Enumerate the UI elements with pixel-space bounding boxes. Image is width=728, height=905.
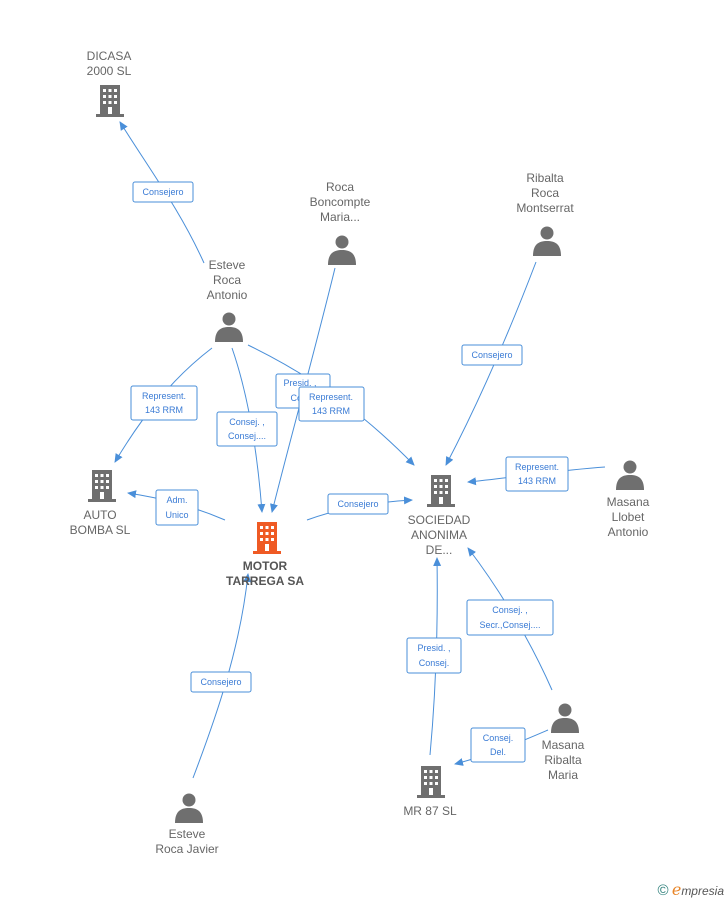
person-icon bbox=[616, 460, 644, 490]
person-icon bbox=[175, 793, 203, 823]
svg-text:Esteve: Esteve bbox=[169, 827, 206, 841]
relation-consej-motor[interactable]: Consej. , Consej.... bbox=[216, 411, 278, 447]
node-ribalta[interactable]: Ribalta Roca Montserrat bbox=[516, 171, 574, 256]
brand-initial: e bbox=[671, 880, 682, 899]
person-icon bbox=[533, 226, 561, 256]
copyright-symbol: © bbox=[657, 882, 669, 899]
relation-represent-sociedad-left[interactable]: Represent. 143 RRM bbox=[298, 386, 365, 422]
svg-text:DE...: DE... bbox=[426, 543, 453, 557]
relation-labels: Consejero Represent. 143 RRM Consej. , C… bbox=[130, 181, 569, 763]
svg-text:143 RRM: 143 RRM bbox=[518, 476, 556, 486]
relation-consejero-javier[interactable]: Consejero bbox=[190, 671, 252, 693]
svg-text:Ribalta: Ribalta bbox=[544, 753, 582, 767]
svg-text:Maria...: Maria... bbox=[320, 210, 360, 224]
svg-text:Roca: Roca bbox=[326, 180, 354, 194]
svg-text:Masana: Masana bbox=[542, 738, 585, 752]
svg-text:Antonio: Antonio bbox=[608, 525, 649, 539]
empresia-logo: © empresia bbox=[657, 880, 724, 899]
node-esteve-antonio[interactable]: Esteve Roca Antonio bbox=[207, 258, 248, 342]
svg-text:Esteve: Esteve bbox=[209, 258, 246, 272]
svg-text:Secr.,Consej....: Secr.,Consej.... bbox=[479, 620, 540, 630]
svg-text:DICASA: DICASA bbox=[87, 49, 132, 63]
relation-consejero-ribalta[interactable]: Consejero bbox=[461, 344, 523, 366]
svg-text:Adm.: Adm. bbox=[166, 495, 187, 505]
svg-text:SOCIEDAD: SOCIEDAD bbox=[408, 513, 471, 527]
svg-text:MR 87 SL: MR 87 SL bbox=[403, 804, 457, 818]
person-icon bbox=[551, 703, 579, 733]
svg-text:Consejero: Consejero bbox=[337, 499, 378, 509]
svg-text:Ribalta: Ribalta bbox=[526, 171, 564, 185]
relation-consej-del[interactable]: Consej. Del. bbox=[470, 727, 526, 763]
svg-text:Consej.: Consej. bbox=[419, 658, 450, 668]
svg-text:Represent.: Represent. bbox=[142, 391, 186, 401]
node-mr87[interactable]: MR 87 SL bbox=[403, 766, 457, 818]
svg-text:Roca: Roca bbox=[213, 273, 241, 287]
svg-text:143 RRM: 143 RRM bbox=[145, 405, 183, 415]
node-dicasa[interactable]: DICASA 2000 SL bbox=[87, 49, 132, 117]
node-masana-llobet[interactable]: Masana Llobet Antonio bbox=[607, 460, 650, 540]
relation-consej-secr[interactable]: Consej. , Secr.,Consej.... bbox=[466, 599, 554, 636]
svg-text:Roca Javier: Roca Javier bbox=[155, 842, 218, 856]
person-icon bbox=[328, 235, 356, 265]
relation-represent-sociedad-right[interactable]: Represent. 143 RRM bbox=[505, 456, 569, 492]
brand-name: mpresia bbox=[681, 884, 724, 898]
svg-text:143 RRM: 143 RRM bbox=[312, 406, 350, 416]
relation-consejero-dicasa[interactable]: Consejero bbox=[132, 181, 194, 203]
node-auto-bomba[interactable]: AUTO BOMBA SL bbox=[70, 470, 131, 537]
person-icon bbox=[215, 312, 243, 342]
svg-text:AUTO: AUTO bbox=[83, 508, 116, 522]
svg-text:Consejero: Consejero bbox=[142, 187, 183, 197]
node-masana-ribalta[interactable]: Masana Ribalta Maria bbox=[542, 703, 585, 783]
svg-text:Represent.: Represent. bbox=[515, 462, 559, 472]
svg-text:Presid. ,: Presid. , bbox=[283, 378, 316, 388]
node-roca-boncompte[interactable]: Roca Boncompte Maria... bbox=[310, 180, 371, 265]
svg-text:Antonio: Antonio bbox=[207, 288, 248, 302]
svg-text:Masana: Masana bbox=[607, 495, 650, 509]
svg-text:Montserrat: Montserrat bbox=[516, 201, 574, 215]
node-esteve-javier[interactable]: Esteve Roca Javier bbox=[155, 793, 219, 857]
building-icon bbox=[88, 470, 116, 502]
svg-text:Represent.: Represent. bbox=[309, 392, 353, 402]
svg-text:Consejero: Consejero bbox=[471, 350, 512, 360]
svg-text:Maria: Maria bbox=[548, 768, 578, 782]
node-motor-tarrega[interactable]: MOTOR TARREGA SA bbox=[226, 522, 304, 588]
building-icon bbox=[96, 85, 124, 117]
svg-text:Presid. ,: Presid. , bbox=[417, 643, 450, 653]
building-icon bbox=[417, 766, 445, 798]
svg-text:Roca: Roca bbox=[531, 186, 559, 200]
svg-text:Consej.: Consej. bbox=[483, 733, 514, 743]
relation-represent-auto[interactable]: Represent. 143 RRM bbox=[130, 385, 198, 421]
svg-text:Del.: Del. bbox=[490, 747, 506, 757]
svg-text:Boncompte: Boncompte bbox=[310, 195, 371, 209]
svg-text:Consej. ,: Consej. , bbox=[229, 417, 265, 427]
node-sociedad-anonima[interactable]: SOCIEDAD ANONIMA DE... bbox=[408, 475, 471, 557]
svg-text:Consej....: Consej.... bbox=[228, 431, 266, 441]
svg-text:ANONIMA: ANONIMA bbox=[411, 528, 467, 542]
svg-text:TARREGA SA: TARREGA SA bbox=[226, 574, 304, 588]
svg-text:MOTOR: MOTOR bbox=[243, 559, 288, 573]
building-icon bbox=[427, 475, 455, 507]
svg-text:2000 SL: 2000 SL bbox=[87, 64, 132, 78]
building-icon bbox=[253, 522, 281, 554]
svg-text:Consej. ,: Consej. , bbox=[492, 605, 528, 615]
relation-consejero-motor-sociedad[interactable]: Consejero bbox=[327, 493, 389, 515]
svg-text:Llobet: Llobet bbox=[612, 510, 645, 524]
svg-text:Consejero: Consejero bbox=[200, 677, 241, 687]
svg-text:BOMBA SL: BOMBA SL bbox=[70, 523, 131, 537]
svg-text:Unico: Unico bbox=[165, 510, 188, 520]
relation-adm-unico[interactable]: Adm. Unico bbox=[155, 489, 199, 526]
relation-presid-consej[interactable]: Presid. , Consej. bbox=[406, 637, 462, 674]
